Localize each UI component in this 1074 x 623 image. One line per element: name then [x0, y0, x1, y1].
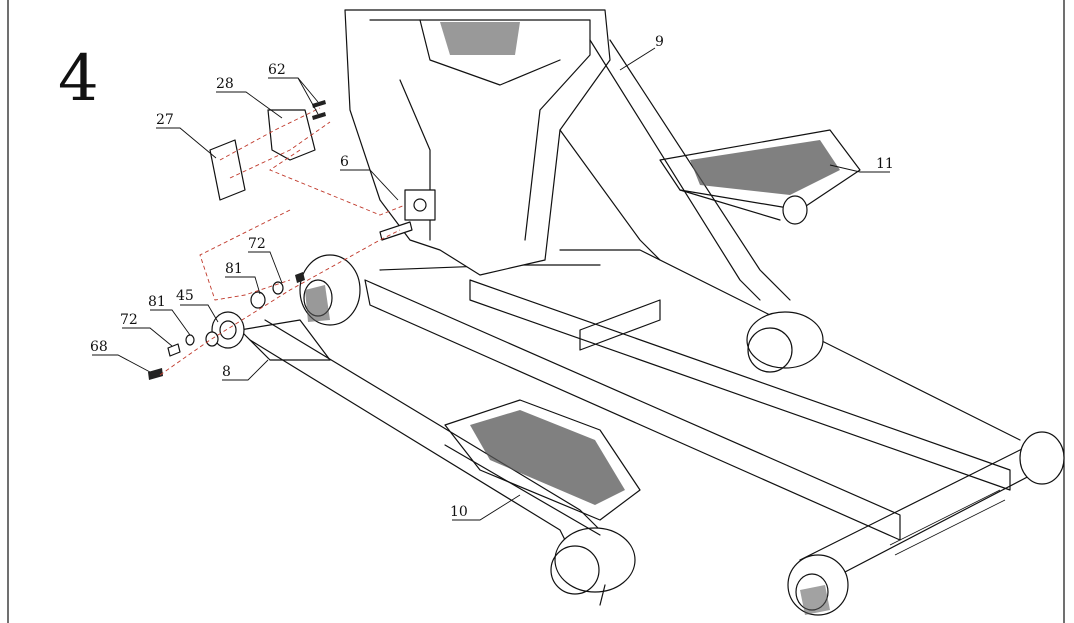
callout-28: 28	[216, 76, 234, 92]
callout-72-lower: 72	[120, 312, 138, 328]
part-81-washer	[250, 291, 266, 309]
part-62-screw-2	[312, 112, 326, 120]
console-mast	[344, 9, 661, 276]
part-68-bolt	[148, 368, 163, 380]
step-number: 4	[58, 42, 99, 116]
left-arm-assembly	[239, 319, 641, 606]
assembly-lines	[159, 107, 406, 376]
part-28-cover	[267, 109, 316, 161]
callout-81-lower: 81	[148, 294, 166, 310]
callout-68: 68	[90, 339, 108, 355]
callout-81-upper: 81	[225, 261, 243, 277]
right-arm-assembly	[589, 39, 861, 373]
part-45-bearing	[211, 311, 245, 349]
callout-6: 6	[340, 154, 349, 170]
part-62-screw	[312, 100, 326, 108]
exploded-parts	[148, 100, 413, 380]
callout-8: 8	[222, 364, 231, 380]
callout-27: 27	[156, 112, 174, 128]
callout-9: 9	[655, 34, 664, 50]
callout-11: 11	[876, 156, 894, 172]
callout-62: 62	[268, 62, 286, 78]
callout-labels: 9 62 28 27 6 11 72 81 45 81 72 68 8 10	[90, 34, 894, 520]
part-27-cover	[209, 139, 246, 201]
callout-10: 10	[450, 504, 468, 520]
callout-72-upper: 72	[248, 236, 266, 252]
base-frame	[364, 249, 1065, 616]
callout-45: 45	[176, 288, 194, 304]
part-72-washer-left	[167, 343, 181, 357]
leader-lines	[92, 47, 890, 521]
part-81-washer-left	[185, 334, 195, 346]
